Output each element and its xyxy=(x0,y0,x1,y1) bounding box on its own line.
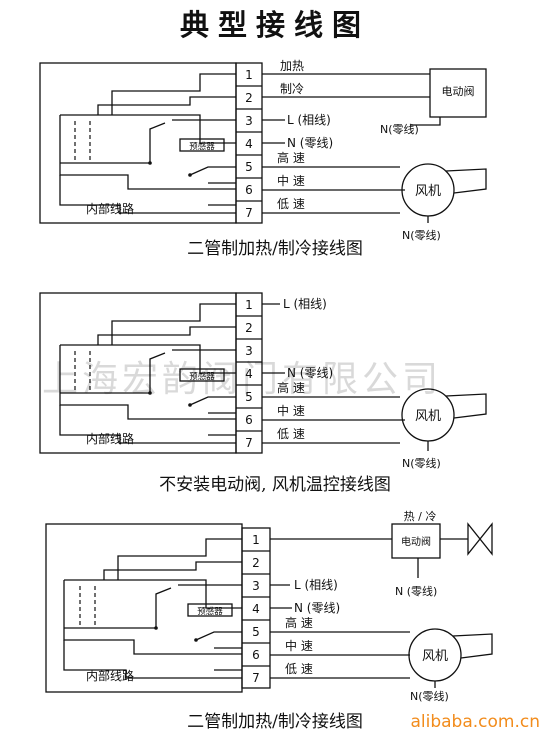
wire-label-neutral: N (零线) xyxy=(287,366,333,380)
wire-label-high: 高 速 xyxy=(285,615,313,630)
page-title: 典型接线图 xyxy=(179,8,370,42)
fan: 风机 N(零线) xyxy=(401,388,487,470)
fan-neutral-label: N(零线) xyxy=(402,228,441,242)
fan-label: 风机 xyxy=(415,409,441,424)
wire-label-live: L (相线) xyxy=(294,578,338,592)
wire-label-neutral: N (零线) xyxy=(294,601,340,615)
wire-label-heating: 加热 xyxy=(280,59,304,73)
terminal-2: 2 xyxy=(245,321,253,335)
wire-label-high: 高 速 xyxy=(277,150,305,165)
valve-label: 电动阀 xyxy=(442,84,475,98)
wire-label-live: L (相线) xyxy=(287,113,331,127)
wire-label-medium: 中 速 xyxy=(277,173,305,188)
watermark: 上海宏韵阀门有限公司 xyxy=(42,359,443,400)
fan: 风机 N(零线) xyxy=(408,628,493,703)
internal-circuit: 预感器 内部线路 xyxy=(59,303,236,446)
valve-mode-label: 热 / 冷 xyxy=(404,510,437,523)
valve-label: 电动阀 xyxy=(401,535,431,548)
internal-circuit-label: 内部线路 xyxy=(86,431,134,446)
terminal-5: 5 xyxy=(245,160,253,174)
fan-label: 风机 xyxy=(422,649,448,664)
wiring-diagram-1: 1 2 3 4 5 6 7 预感器 内部线路 加热 制冷 L (相线) N (零… xyxy=(39,59,487,242)
terminal-5: 5 xyxy=(252,625,260,639)
terminal-6: 6 xyxy=(245,183,253,197)
site-logo: alibaba.com.cn xyxy=(410,712,540,732)
terminal-7: 7 xyxy=(245,436,253,450)
fan-neutral-label: N(零线) xyxy=(410,689,449,703)
terminal-block: 1 2 3 4 5 6 7 xyxy=(235,292,263,454)
terminal-4: 4 xyxy=(245,367,253,381)
internal-circuit: 预感器 内部线路 xyxy=(59,73,236,216)
terminal-6: 6 xyxy=(252,648,260,662)
terminal-6: 6 xyxy=(245,413,253,427)
wiring-diagram-3: 1 2 3 4 5 6 7 预感器 内部线路 L (相线) N (零线) 高 速… xyxy=(45,510,493,703)
fan: 风机 N(零线) xyxy=(401,163,487,242)
terminal-7: 7 xyxy=(245,206,253,220)
valve-symbol xyxy=(467,522,493,556)
terminal-block: 1 2 3 4 5 6 7 xyxy=(241,527,271,689)
terminal-1: 1 xyxy=(252,533,260,547)
wire-label-low: 低 速 xyxy=(285,662,313,676)
terminal-3: 3 xyxy=(252,579,260,593)
valve-neutral-label: N (零线) xyxy=(395,584,437,598)
wire-label-neutral: N (零线) xyxy=(287,136,333,150)
fan-label: 风机 xyxy=(415,184,441,199)
electric-valve: 热 / 冷 电动阀 N (零线) xyxy=(391,510,493,598)
internal-circuit: 预感器 内部线路 xyxy=(63,538,242,683)
wire-label-live: L (相线) xyxy=(283,297,327,311)
valve-neutral-label: N(零线) xyxy=(380,122,419,136)
diagram-1-caption: 二管制加热/制冷接线图 xyxy=(187,239,363,259)
wire-label-medium: 中 速 xyxy=(277,403,305,418)
terminal-5: 5 xyxy=(245,390,253,404)
terminal-3: 3 xyxy=(245,114,253,128)
terminal-3: 3 xyxy=(245,344,253,358)
thermostat-label: 预感器 xyxy=(189,371,215,382)
terminal-block: 1 2 3 4 5 6 7 xyxy=(235,62,263,224)
thermostat-label: 预感器 xyxy=(197,606,223,617)
thermostat-label: 预感器 xyxy=(189,141,215,152)
terminal-1: 1 xyxy=(245,68,253,82)
wire-label-low: 低 速 xyxy=(277,197,305,211)
electric-valve: 电动阀 N(零线) xyxy=(380,68,487,136)
terminal-4: 4 xyxy=(245,137,253,151)
terminal-7: 7 xyxy=(252,671,260,685)
wire-label-high: 高 速 xyxy=(277,380,305,395)
diagram-2-caption: 不安装电动阀, 风机温控接线图 xyxy=(159,475,391,495)
terminal-2: 2 xyxy=(245,91,253,105)
diagram-3-caption: 二管制加热/制冷接线图 xyxy=(187,712,363,732)
fan-neutral-label: N(零线) xyxy=(402,456,441,470)
wire-label-low: 低 速 xyxy=(277,427,305,441)
internal-circuit-label: 内部线路 xyxy=(86,201,134,216)
wiring-diagram-2: 1 2 3 4 5 6 7 预感器 内部线路 L (相线) N (零线) 高 速… xyxy=(39,292,487,470)
wire-label-cooling: 制冷 xyxy=(280,82,304,96)
wire-label-medium: 中 速 xyxy=(285,638,313,653)
terminal-1: 1 xyxy=(245,298,253,312)
internal-circuit-label: 内部线路 xyxy=(86,668,134,683)
terminal-4: 4 xyxy=(252,602,260,616)
terminal-2: 2 xyxy=(252,556,260,570)
